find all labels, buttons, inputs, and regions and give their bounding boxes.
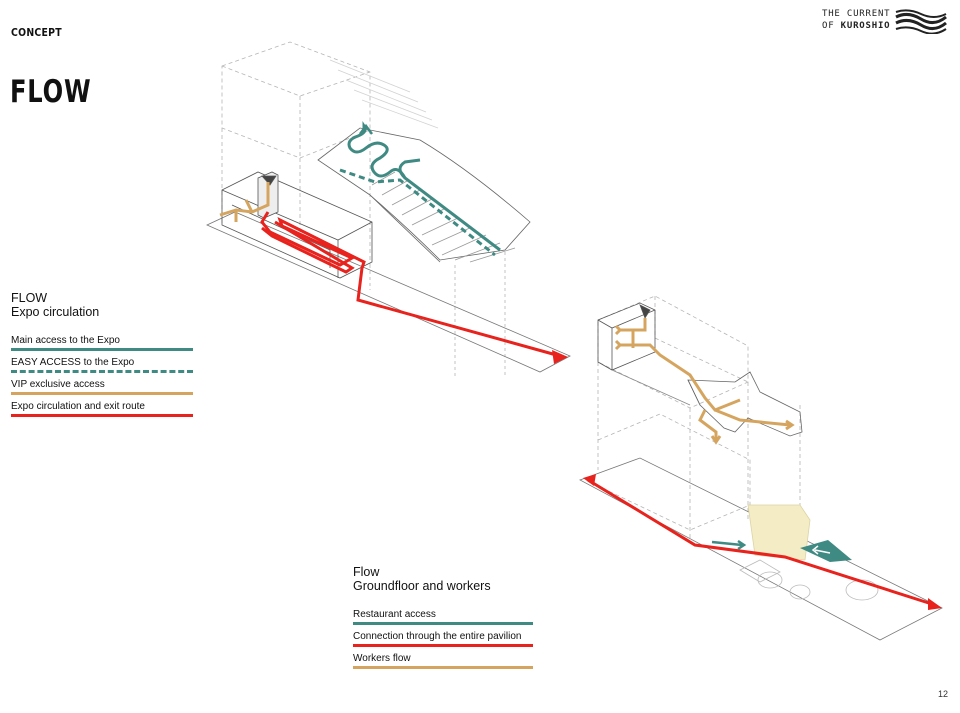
wave-logo-icon (895, 9, 947, 34)
expo-circulation-route (260, 211, 568, 364)
page-title: FLOW (10, 74, 92, 110)
workers-flow-route (614, 318, 795, 445)
legend-expo-title2: Expo circulation (11, 305, 100, 319)
restaurant-access-route (711, 539, 852, 562)
legend-swatch (11, 414, 193, 417)
legend-swatch (353, 644, 533, 647)
upper-model (206, 41, 571, 378)
legend-label: Restaurant access (353, 609, 436, 620)
legend-ground: Flow Groundfloor and workers Restaurant … (353, 565, 533, 675)
legend-expo: FLOW Expo circulation Main access to the… (11, 291, 193, 423)
legend-label: Expo circulation and exit route (11, 401, 145, 412)
legend-swatch (11, 392, 193, 395)
legend-swatch (11, 348, 193, 351)
legend-label: Workers flow (353, 653, 411, 664)
upper-lower-box (221, 171, 373, 279)
legend-swatch (11, 370, 193, 373)
legend-item-main-access: Main access to the Expo (11, 335, 193, 357)
legend-ground-title1: Flow (353, 565, 380, 579)
legend-ground-title2: Groundfloor and workers (353, 579, 491, 593)
legend-item-restaurant-access: Restaurant access (353, 609, 533, 631)
legend-item-vip-access: VIP exclusive access (11, 379, 193, 401)
legend-item-expo-circulation: Expo circulation and exit route (11, 401, 193, 423)
legend-item-pavilion-connection: Connection through the entire pavilion (353, 631, 533, 653)
legend-expo-title1: FLOW (11, 291, 48, 305)
main-access-route (347, 121, 501, 252)
legend-label: VIP exclusive access (11, 379, 105, 390)
page-number: 12 (938, 689, 949, 699)
legend-item-workers-flow: Workers flow (353, 653, 533, 675)
legend-swatch (353, 622, 533, 625)
terrace-steps (329, 59, 439, 129)
legend-swatch (353, 666, 533, 669)
pavilion-connection-route (583, 474, 942, 610)
section-label: CONCEPT (11, 26, 62, 39)
legend-label: Connection through the entire pavilion (353, 631, 522, 642)
logo-line1: THE CURRENT (822, 9, 891, 19)
logo-text: THE CURRENT OF KUROSHIO (822, 8, 890, 32)
legend-label: Main access to the Expo (11, 335, 120, 346)
ramp-slab (317, 127, 531, 263)
vip-access-route (219, 182, 270, 222)
easy-access-route (339, 168, 496, 257)
logo-line2: OF KUROSHIO (822, 21, 891, 31)
legend-label: EASY ACCESS to the Expo (11, 357, 135, 368)
brand-logo: THE CURRENT OF KUROSHIO (822, 8, 952, 36)
legend-item-easy-access: EASY ACCESS to the Expo (11, 357, 193, 379)
